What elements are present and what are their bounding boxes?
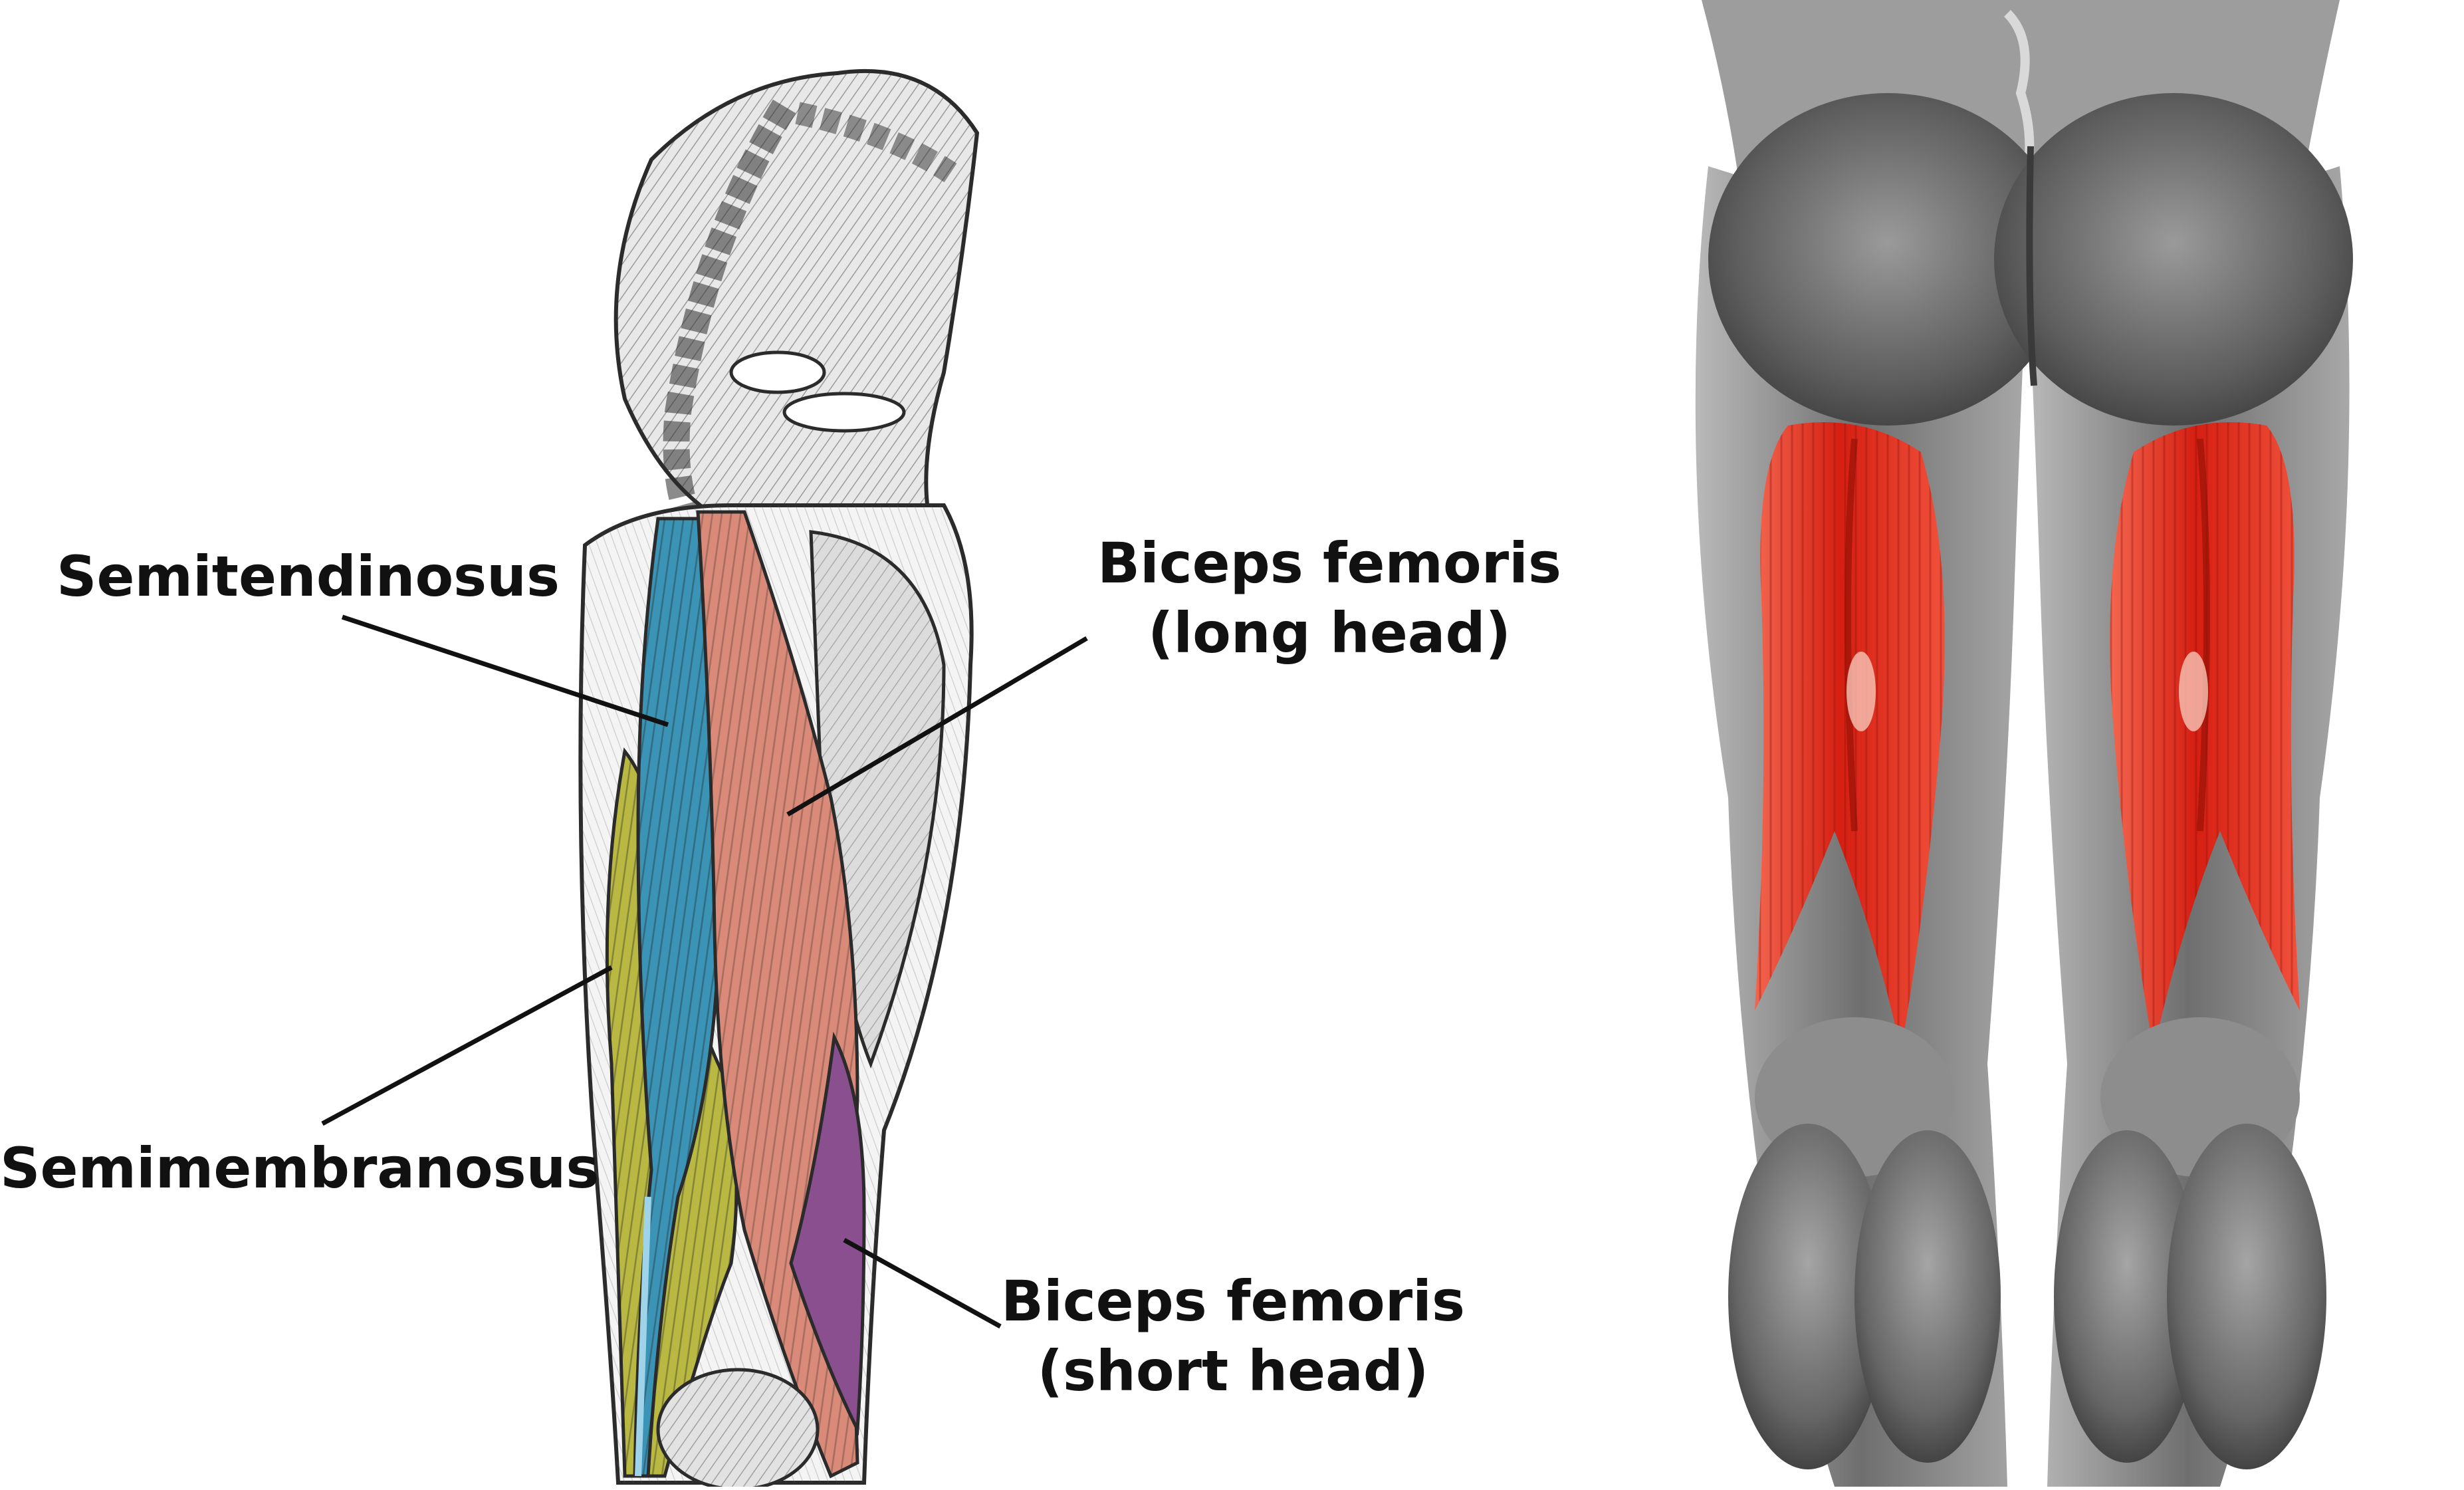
biceps-femoris-short-head-muscle (789, 1031, 866, 1436)
biceps-short-line2: (short head) (1037, 1338, 1429, 1404)
biceps-short-leader-line (843, 1237, 1002, 1329)
biceps-femoris-long-head-label: Biceps femoris (long head) (1097, 529, 1562, 668)
biceps-short-line1: Biceps femoris (1001, 1269, 1465, 1334)
semitendinosus-leader-line (341, 614, 669, 727)
semimembranosus-label-text: Semimembranosus (0, 1136, 600, 1201)
biceps-long-leader-line (786, 636, 1088, 817)
semitendinosus-label: Semitendinosus (56, 542, 560, 612)
semitendinosus-label-text: Semitendinosus (56, 544, 560, 609)
biceps-femoris-short-head-label: Biceps femoris (short head) (1000, 1267, 1466, 1406)
biceps-long-line1: Biceps femoris (1097, 531, 1561, 596)
biceps-long-line2: (long head) (1147, 600, 1512, 666)
semimembranosus-label: Semimembranosus (0, 1134, 599, 1203)
semimembranosus-leader-line (321, 965, 613, 1126)
anatomical-leg-drawing (321, 68, 1088, 1490)
rendered-legs-illustration (1622, 0, 2464, 1487)
